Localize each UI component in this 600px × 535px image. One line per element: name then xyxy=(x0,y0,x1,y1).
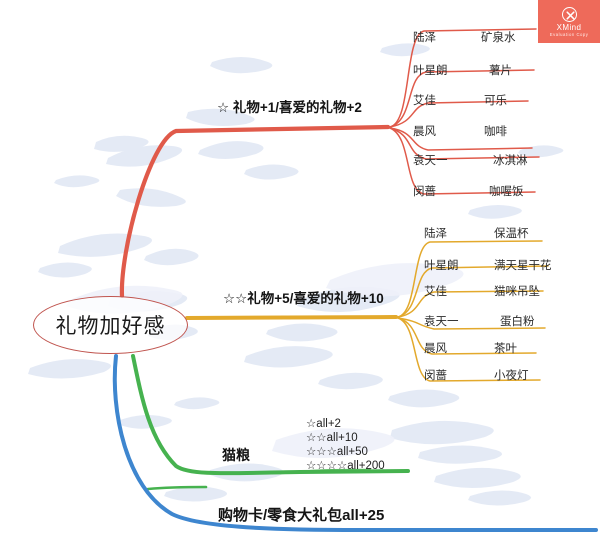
leaf-item-tier2-1[interactable]: 满天星干花 xyxy=(494,260,552,272)
xmind-logo-icon xyxy=(561,7,577,23)
branch-label-giftcard[interactable]: 购物卡/零食大礼包all+25 xyxy=(218,507,385,524)
branch-label-catfood[interactable]: 猫粮 xyxy=(222,447,250,463)
leaf-item-tier1-4[interactable]: 冰淇淋 xyxy=(493,155,528,167)
leaf-item-tier2-4[interactable]: 茶叶 xyxy=(494,343,517,355)
leaf-item-tier1-0[interactable]: 矿泉水 xyxy=(481,32,516,44)
leaf-item-tier1-3[interactable]: 咖啡 xyxy=(484,126,507,138)
catfood-tier-0[interactable]: ☆all+2 xyxy=(306,418,341,430)
xmind-brand-label: XMind xyxy=(556,23,582,33)
leaf-item-tier2-5[interactable]: 小夜灯 xyxy=(494,370,529,382)
central-node[interactable]: 礼物加好感 xyxy=(33,296,188,354)
catfood-tier-3[interactable]: ☆☆☆☆all+200 xyxy=(306,460,385,472)
connector-tier1 xyxy=(119,28,540,299)
branch-label-tier2[interactable]: ☆☆礼物+5/喜爱的礼物+10 xyxy=(223,291,384,306)
leaf-name-tier1-0[interactable]: 陆泽 xyxy=(413,32,436,44)
leaf-name-tier1-3[interactable]: 晨风 xyxy=(413,126,436,138)
leaf-item-tier1-2[interactable]: 可乐 xyxy=(484,95,507,107)
catfood-tier-2[interactable]: ☆☆☆all+50 xyxy=(306,446,368,458)
leaf-item-tier2-0[interactable]: 保温杯 xyxy=(494,228,529,240)
leaf-item-tier2-2[interactable]: 猫咪吊坠 xyxy=(494,286,540,298)
xmind-evaluation-label: Evaluation Copy xyxy=(549,32,589,38)
leaf-name-tier2-4[interactable]: 晨风 xyxy=(424,343,447,355)
leaf-name-tier2-3[interactable]: 袁天一 xyxy=(424,316,459,328)
leaf-name-tier2-0[interactable]: 陆泽 xyxy=(424,228,447,240)
leaf-name-tier1-2[interactable]: 艾佳 xyxy=(413,95,436,107)
leaf-item-tier2-3[interactable]: 蛋白粉 xyxy=(500,316,535,328)
central-node-label: 礼物加好感 xyxy=(55,315,166,338)
leaf-name-tier2-1[interactable]: 叶星朗 xyxy=(424,260,459,272)
leaf-item-tier1-5[interactable]: 咖喔饭 xyxy=(489,186,524,198)
leaf-name-tier1-1[interactable]: 叶星朗 xyxy=(413,65,448,77)
leaf-name-tier2-5[interactable]: 闵蔷 xyxy=(424,370,447,382)
catfood-tier-1[interactable]: ☆☆all+10 xyxy=(306,432,358,444)
leaf-name-tier1-5[interactable]: 闵蔷 xyxy=(413,186,436,198)
leaf-name-tier2-2[interactable]: 艾佳 xyxy=(424,286,447,298)
leaf-name-tier1-4[interactable]: 袁天一 xyxy=(413,155,448,167)
branch-label-tier1[interactable]: ☆ 礼物+1/喜爱的礼物+2 xyxy=(217,100,362,115)
xmind-evaluation-badge: XMind Evaluation Copy xyxy=(538,0,600,43)
leaf-item-tier1-1[interactable]: 薯片 xyxy=(489,65,512,77)
